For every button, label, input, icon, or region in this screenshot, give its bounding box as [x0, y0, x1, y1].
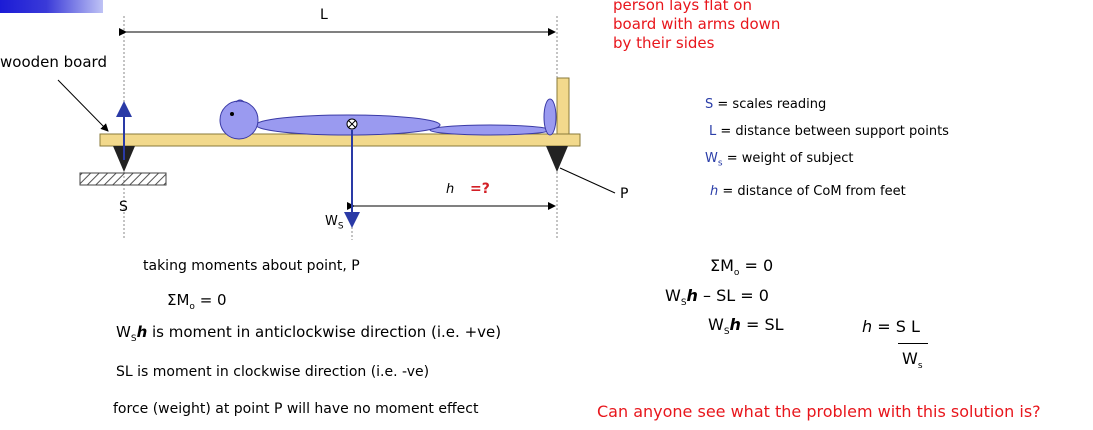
clockwise-text: SL is moment in clockwise direction (i.e…: [116, 364, 430, 380]
h-label: h: [446, 182, 455, 197]
anticlockwise-text: WSh is moment in anticlockwise direction…: [116, 323, 502, 344]
legend: S = scales reading L = distance between …: [705, 91, 949, 205]
sum-moments-text: ΣMo = 0: [167, 291, 227, 312]
person-legs: [429, 124, 551, 136]
legend-item-h: h = distance of CoM from feet: [710, 183, 906, 199]
problem-question: Can anyone see what the problem with thi…: [597, 402, 1041, 421]
p-pointer: [559, 167, 616, 194]
note-line-2: board with arms down: [613, 15, 781, 33]
equation-3: WSh = SL: [708, 315, 784, 338]
person-eye: [230, 112, 234, 116]
note-line-1: person lays flat on: [613, 0, 752, 14]
wooden-board: [99, 133, 581, 147]
person-head: [219, 100, 259, 140]
h-unknown-label: =?: [470, 181, 490, 197]
legend-item-ws: Ws = weight of subject: [705, 151, 854, 169]
setup-note: person lays flat on board with arms down…: [613, 0, 780, 53]
fraction-line: [898, 343, 928, 344]
equation-2: WSh – SL = 0: [665, 286, 769, 309]
point-p-label: P: [620, 186, 629, 202]
foot-board: [556, 77, 570, 141]
length-label: L: [320, 7, 328, 23]
person-feet: [543, 98, 557, 136]
board-pointer: [57, 79, 109, 132]
right-support: [546, 146, 568, 172]
scales: [79, 172, 167, 186]
wooden-board-label: wooden board: [0, 53, 107, 71]
person-ear: [235, 99, 245, 103]
note-line-3: by their sides: [613, 34, 715, 52]
legend-item-l: L = distance between support points: [709, 124, 949, 139]
taking-moments-text: taking moments about point, P: [143, 258, 360, 274]
title-bar-accent: [0, 0, 103, 13]
fraction-denominator: Ws: [898, 343, 928, 371]
force-text: force (weight) at point P will have no m…: [113, 401, 479, 417]
scale-label: S: [119, 199, 128, 215]
legend-item-s: S = scales reading: [705, 97, 827, 112]
weight-label: WS: [325, 214, 344, 232]
equation-solution: h = S L: [862, 317, 920, 336]
equation-1: ΣMo = 0: [710, 256, 774, 279]
